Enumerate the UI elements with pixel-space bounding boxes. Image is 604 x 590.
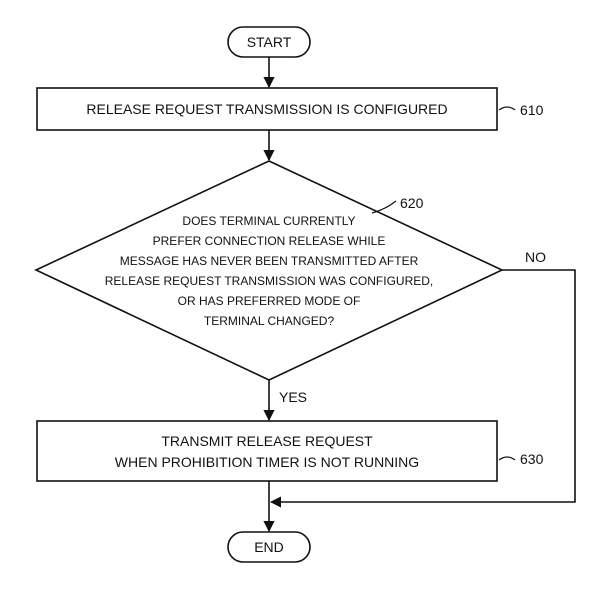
decision-line-2: PREFER CONNECTION RELEASE WHILE [153,234,386,248]
process-610-label: RELEASE REQUEST TRANSMISSION IS CONFIGUR… [86,101,447,117]
decision-line-4: RELEASE REQUEST TRANSMISSION WAS CONFIGU… [105,274,434,288]
yes-label: YES [279,389,307,405]
process-630-line-2: WHEN PROHIBITION TIMER IS NOT RUNNING [115,454,419,470]
decision-line-5: OR HAS PREFERRED MODE OF [178,294,361,308]
start-label: START [247,34,292,50]
ref-leader-630 [498,456,516,461]
ref-630: 630 [520,451,544,467]
ref-610: 610 [520,102,544,118]
decision-line-6: TERMINAL CHANGED? [204,314,335,328]
ref-leader-620 [371,200,397,214]
ref-620: 620 [400,195,424,211]
decision-line-1: DOES TERMINAL CURRENTLY [182,214,355,228]
no-label: NO [525,249,546,265]
decision-line-3: MESSAGE HAS NEVER BEEN TRANSMITTED AFTER [120,254,419,268]
process-630-line-1: TRANSMIT RELEASE REQUEST [161,433,373,449]
end-terminal [227,531,311,563]
decision-diamond-620 [34,160,504,381]
process-box-630 [36,420,498,482]
no-branch-line [269,269,576,508]
process-box-610 [36,87,498,131]
end-label: END [254,539,284,555]
ref-leader-610 [498,106,516,111]
